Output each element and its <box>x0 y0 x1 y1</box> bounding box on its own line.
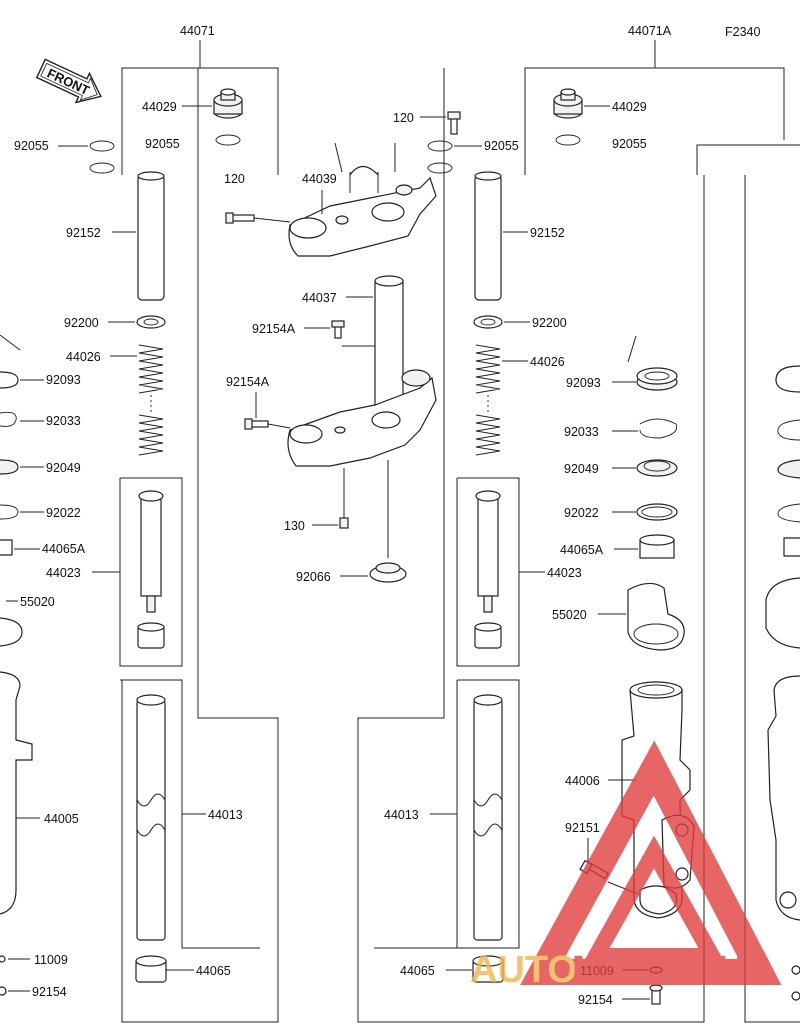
part-number-label: 44023 <box>547 566 582 580</box>
part-number-label: 44029 <box>142 100 177 114</box>
part-number-label: 55020 <box>20 595 55 609</box>
part-number-label: 44023 <box>46 566 81 580</box>
watermark-text-2: MOTO <box>572 949 685 991</box>
watermark-text-3: HUB <box>690 949 772 991</box>
assembly-label-left: 44071 <box>180 24 215 38</box>
part-number-label: 92093 <box>46 373 81 387</box>
part-number-label: 92093 <box>566 376 601 390</box>
part-number-label: 92022 <box>46 506 81 520</box>
part-number-label: 92151 <box>565 821 600 835</box>
part-number-label: 55020 <box>552 608 587 622</box>
part-number-label: 44065A <box>42 542 86 556</box>
part-number-label: 44013 <box>208 808 243 822</box>
part-number-label: 44026 <box>530 355 565 369</box>
part-number-label: 92200 <box>64 316 99 330</box>
left-fork-parts: 44029 92055 92055 92152 92200 44026 9209… <box>0 88 260 999</box>
part-number-label: 44037 <box>302 291 337 305</box>
part-number-label: 120 <box>224 172 245 186</box>
part-number-label: 92152 <box>530 226 565 240</box>
part-number-label: 92055 <box>484 139 519 153</box>
part-number-label: 92154A <box>226 375 270 389</box>
part-number-label: 92200 <box>532 316 567 330</box>
part-number-label: 92022 <box>564 506 599 520</box>
upper-triple-clamp: 44039 120 120 <box>224 111 461 257</box>
part-number-label: 11009 <box>34 953 68 967</box>
part-number-label: 92055 <box>145 137 180 151</box>
part-number-label: 44005 <box>44 812 79 826</box>
part-number-label: 92055 <box>14 139 49 153</box>
part-number-label: 44013 <box>384 808 419 822</box>
steering-stem-assembly: 44037 92154A 92154A 130 92066 <box>226 275 437 584</box>
far-right-partial-parts <box>765 365 800 1001</box>
part-number-label: 92049 <box>46 461 81 475</box>
part-number-label: 120 <box>393 111 414 125</box>
part-number-label: 92154 <box>578 993 613 1007</box>
part-number-label: 44065A <box>560 543 604 557</box>
part-number-label: 44026 <box>66 350 101 364</box>
part-number-label: 92154A <box>252 322 296 336</box>
part-number-label: 92033 <box>46 414 81 428</box>
figure-code: F2340 <box>725 25 760 39</box>
part-number-label: 92049 <box>564 462 599 476</box>
part-number-label: 44065 <box>400 964 435 978</box>
assembly-label-right: 44071A <box>628 24 672 38</box>
part-number-label: 92152 <box>66 226 101 240</box>
watermark-logo: AUTO MOTO HUB <box>470 740 782 991</box>
part-number-label: 44039 <box>302 172 337 186</box>
part-number-label: 44065 <box>196 964 231 978</box>
right-assembly-bracket: 44071A <box>357 24 800 1023</box>
part-number-label: 92066 <box>296 570 331 584</box>
right-fork-parts: 44029 92055 92055 92152 92200 44026 <box>374 88 695 1007</box>
watermark-text-1: AUTO <box>470 949 577 991</box>
left-assembly-bracket: 44071 <box>121 24 279 1023</box>
part-number-label: 92154 <box>32 985 67 999</box>
part-number-label: 92055 <box>612 137 647 151</box>
front-arrow-icon: FRONT <box>35 58 102 104</box>
part-number-label: 130 <box>284 519 305 533</box>
part-number-label: 92033 <box>564 425 599 439</box>
part-number-label: 44006 <box>565 774 600 788</box>
part-number-label: 44029 <box>612 100 647 114</box>
